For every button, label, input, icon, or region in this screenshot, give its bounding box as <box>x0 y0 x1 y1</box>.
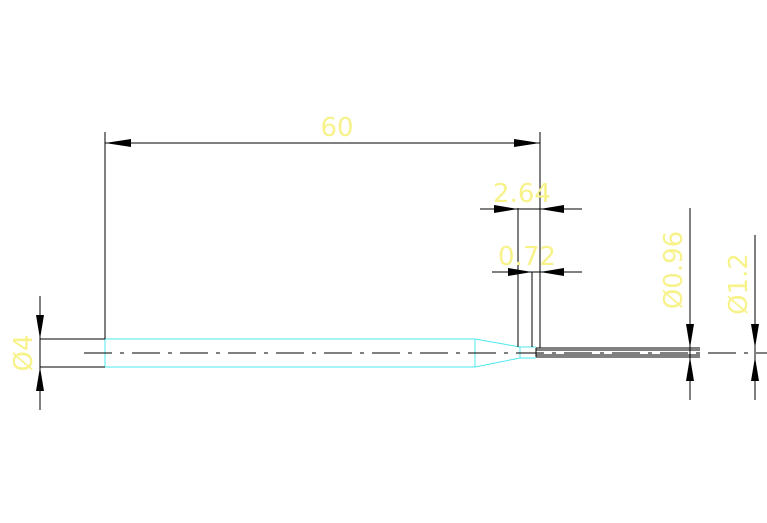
arrowhead-096-bottom <box>686 357 694 381</box>
dimension-shank-diameter-4: Ø4 <box>9 296 44 410</box>
arrowhead-096-top <box>686 324 694 348</box>
part-outline <box>104 338 536 368</box>
arrowhead-60-left <box>105 139 131 147</box>
dim-text-072: 0.72 <box>498 242 556 272</box>
dimension-length-60: 60 <box>105 113 540 147</box>
dim-text-dia4: Ø4 <box>9 334 39 371</box>
dim-text-dia12: Ø1.2 <box>724 253 754 315</box>
arrowhead-072-left <box>508 268 532 276</box>
dimension-tip-length-264: 2.64 <box>480 179 582 213</box>
dim-text-264: 2.64 <box>493 179 551 209</box>
arrowhead-dia4-bottom <box>36 367 44 391</box>
dim-text-60: 60 <box>320 113 353 143</box>
arrowhead-12-top <box>751 324 759 348</box>
arrowhead-264-left <box>494 205 518 213</box>
arrowhead-dia4-top <box>36 315 44 339</box>
dim-text-dia096: Ø0.96 <box>659 231 689 309</box>
extension-lines <box>40 132 756 400</box>
dimension-tip-step-072: 0.72 <box>492 242 582 276</box>
taper-bottom-edge <box>474 357 521 368</box>
arrowhead-072-right <box>540 268 564 276</box>
arrowhead-12-bottom <box>751 357 759 381</box>
dimension-tip-diameter-12: Ø1.2 <box>724 253 759 381</box>
arrowhead-60-right <box>514 139 540 147</box>
arrowhead-264-right <box>540 205 564 213</box>
taper-top-edge <box>474 338 521 348</box>
dimension-tip-diameter-096: Ø0.96 <box>659 231 694 381</box>
